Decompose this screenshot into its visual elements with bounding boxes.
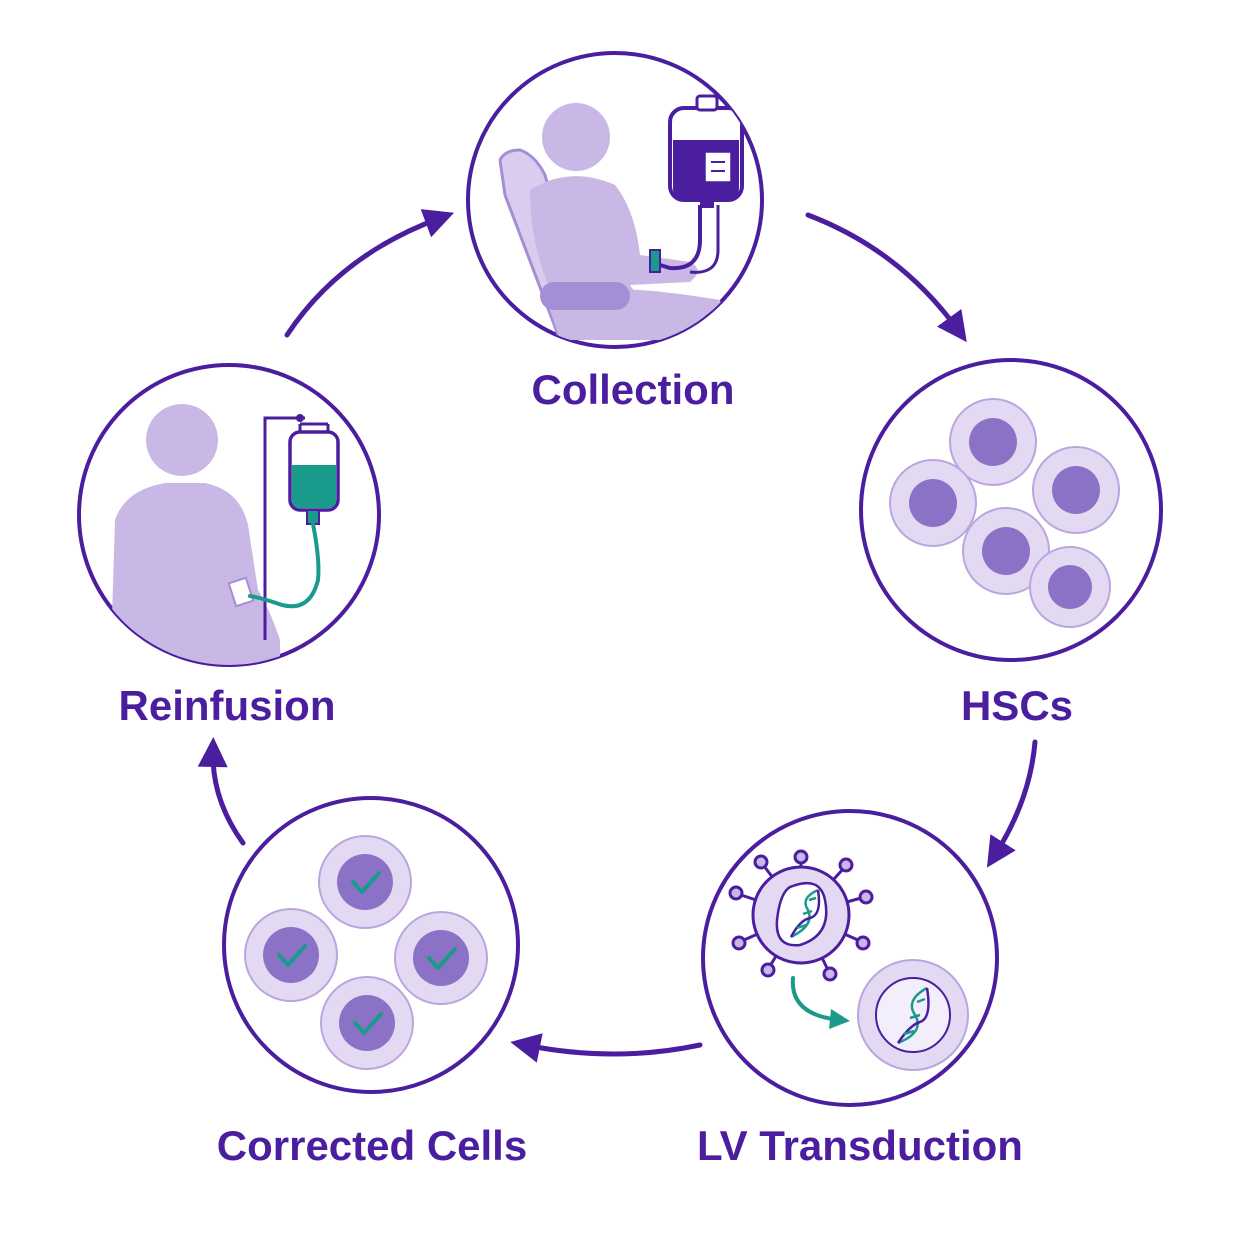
corrected-cell: [244, 908, 338, 1002]
reinfusion-patient-iv-icon: [110, 404, 340, 665]
arrow-reinfusion-to-collection: [284, 209, 455, 338]
stage-corrected-cells: Corrected Cells: [217, 796, 527, 1169]
arrow-collection-to-hscs: [805, 212, 967, 343]
stage-hscs: HSCs: [859, 358, 1163, 729]
checkmark-icon: [277, 944, 307, 967]
arrow-lv-transduction-to-corrected-cells: [510, 1033, 703, 1063]
dna-helix-icon: [896, 986, 930, 1045]
checkmark-icon: [351, 871, 381, 894]
hscs-label: HSCs: [961, 682, 1073, 729]
virus-transduction-icon: [728, 849, 969, 1071]
dna-helix-icon: [789, 888, 821, 939]
lv-transduction-circle: [701, 809, 999, 1107]
stem-cell: [1029, 546, 1111, 628]
corrected-cells-checkmark-icon: [244, 835, 488, 1070]
stage-reinfusion: Reinfusion: [77, 363, 381, 729]
stem-cell: [949, 398, 1037, 486]
lv-transduction-label: LV Transduction: [697, 1122, 1023, 1169]
corrected-cell: [318, 835, 412, 929]
stage-collection: Collection: [466, 51, 764, 413]
stem-cells-icon: [889, 398, 1120, 628]
collection-label: Collection: [531, 366, 734, 413]
transduction-arrow-icon: [790, 976, 850, 1029]
reinfusion-label: Reinfusion: [119, 682, 336, 729]
arrow-corrected-cells-to-reinfusion: [197, 737, 246, 846]
checkmark-icon: [427, 947, 457, 970]
arrow-hscs-to-lv-transduction: [986, 739, 1038, 868]
corrected-cells-label: Corrected Cells: [217, 1122, 527, 1169]
stem-cell: [962, 507, 1050, 595]
collection-patient-blood-bag-icon: [498, 94, 744, 342]
checkmark-icon: [353, 1012, 383, 1035]
corrected-cell: [320, 976, 414, 1070]
corrected-cell: [394, 911, 488, 1005]
stem-cell: [889, 459, 977, 547]
stage-lv-transduction: LV Transduction: [697, 809, 1023, 1169]
stem-cell: [1032, 446, 1120, 534]
corrected-cells-circle: [222, 796, 520, 1094]
flow-arrows: [197, 209, 1038, 1063]
